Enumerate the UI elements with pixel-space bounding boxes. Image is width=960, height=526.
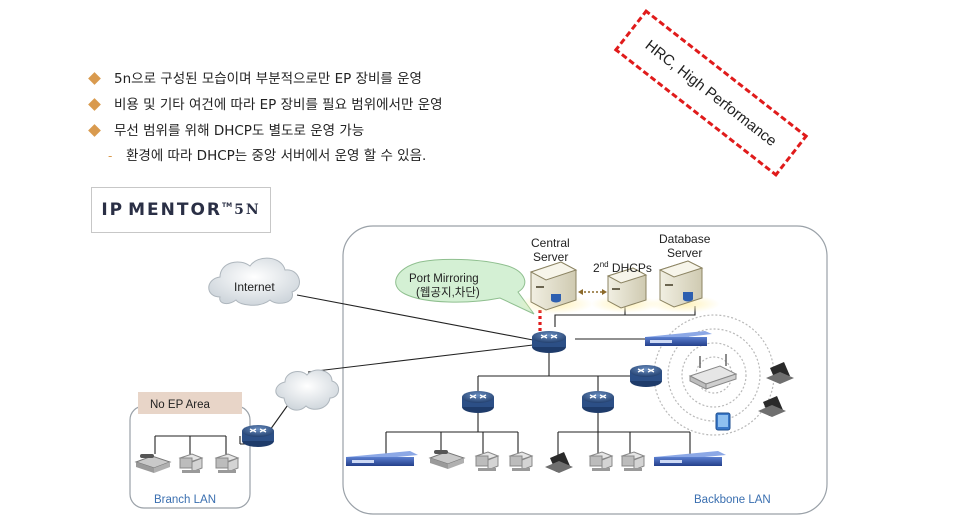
- desktop-pc-icon: [620, 451, 646, 471]
- ip-phone-icon: [428, 450, 466, 469]
- sub-bullet-item: -환경에 따라 DHCP는 중앙 서버에서 운영 할 수 있음.: [88, 144, 443, 168]
- logo-text-5n: 5N: [234, 202, 261, 218]
- bullet-item: 5n으로 구성된 모습이며 부분적으로만 EP 장비를 운영: [88, 66, 443, 92]
- database-server-label-2: Server: [667, 246, 702, 260]
- dash-marker: -: [108, 149, 113, 163]
- laptop-icon: [766, 362, 794, 384]
- bullet-text: 무선 범위를 위해 DHCP도 별도로 운영 가능: [114, 123, 365, 139]
- database-server-icon: [658, 260, 704, 308]
- central-server-label: Central: [531, 236, 570, 250]
- switch-appliance-bottom-left-icon: [346, 451, 418, 466]
- backbone-lan-label: Backbone LAN: [694, 494, 771, 506]
- wireless-access-point-icon: [688, 354, 738, 390]
- internet-cloud-icon: Internet: [208, 257, 300, 306]
- sync-arrow-left-head: [578, 289, 583, 295]
- no-ep-area-label: No EP Area: [150, 399, 210, 411]
- central-server-icon: [529, 261, 578, 311]
- switch-appliance-bottom-right-icon: [654, 451, 726, 466]
- branch-lan-label: Branch LAN: [154, 494, 216, 506]
- laptop-icon: [758, 396, 786, 417]
- laptop-icon: [545, 452, 573, 473]
- bullet-item: 무선 범위를 위해 DHCP도 별도로 운영 가능: [88, 118, 443, 144]
- logo-text-mentor: MENTOR: [128, 200, 223, 220]
- wan-cloud-icon: [275, 369, 339, 411]
- ipmentor-logo: IP MENTOR TM 5N: [91, 187, 271, 233]
- distribution-router-left-icon: [462, 391, 494, 413]
- switch-appliance-top-icon: [645, 331, 712, 346]
- branch-router-icon: [242, 425, 274, 447]
- network-links: [154, 294, 696, 456]
- core-router-icon: [532, 331, 566, 353]
- no-ep-area-box: [138, 392, 242, 414]
- dhcp-server-icon: [606, 267, 648, 309]
- desktop-pc-icon: [588, 451, 614, 471]
- wireless-router-icon: [630, 365, 662, 387]
- bullet-list: 5n으로 구성된 모습이며 부분적으로만 EP 장비를 운영 비용 및 기타 여…: [88, 66, 443, 168]
- distribution-router-right-icon: [582, 391, 614, 413]
- desktop-pc-icon: [474, 451, 500, 471]
- ip-phone-icon: [134, 454, 172, 473]
- dhcps-label: 2nd DHCPs: [593, 260, 652, 275]
- bullet-item: 비용 및 기타 여건에 따라 EP 장비를 필요 범위에서만 운영: [88, 92, 443, 118]
- port-mirroring-label: Port Mirroring: [409, 273, 479, 285]
- bullet-text: 비용 및 기타 여건에 따라 EP 장비를 필요 범위에서만 운영: [114, 97, 443, 113]
- desktop-pc-icon: [178, 453, 204, 473]
- port-mirroring-callout: Port Mirroring (웹공지,차단): [395, 258, 535, 315]
- database-server-label: Database: [659, 232, 711, 246]
- sub-bullet-text: 환경에 따라 DHCP는 중앙 서버에서 운영 할 수 있음.: [126, 148, 427, 164]
- desktop-pc-icon: [214, 453, 240, 473]
- internet-label: Internet: [234, 280, 275, 294]
- bullet-text: 5n으로 구성된 모습이며 부분적으로만 EP 장비를 운영: [114, 71, 422, 87]
- desktop-pc-icon: [508, 451, 534, 471]
- sync-arrow-right-head: [602, 289, 607, 295]
- logo-text-ip: IP: [101, 200, 125, 220]
- central-server-label-2: Server: [533, 250, 568, 264]
- tablet-icon: [715, 412, 731, 431]
- logo-text-tm: TM: [222, 201, 233, 209]
- port-mirroring-sublabel: (웹공지,차단): [416, 286, 480, 299]
